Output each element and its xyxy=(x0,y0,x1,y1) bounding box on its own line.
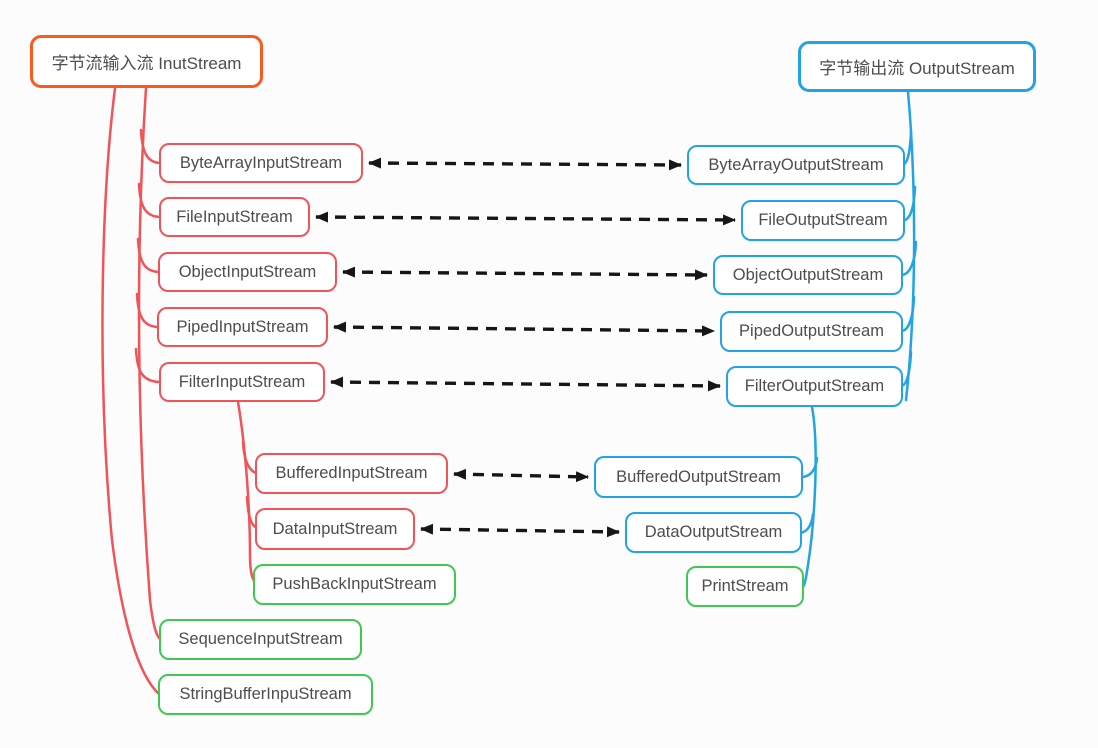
node-input-stream-root[interactable]: 字节流输入流 InutStream xyxy=(30,35,263,88)
input-branch-object xyxy=(136,237,162,274)
node-data-input-stream[interactable]: DataInputStream xyxy=(255,508,415,550)
node-byte-array-output-stream[interactable]: ByteArrayOutputStream xyxy=(687,145,905,185)
node-object-input-stream[interactable]: ObjectInputStream xyxy=(158,252,337,292)
node-print-stream[interactable]: PrintStream xyxy=(686,566,804,607)
output-branch-object xyxy=(899,240,918,277)
node-filter-input-stream[interactable]: FilterInputStream xyxy=(159,362,325,402)
node-data-output-stream[interactable]: DataOutputStream xyxy=(625,512,802,553)
arrow-filter xyxy=(330,376,721,392)
node-buffered-input-stream[interactable]: BufferedInputStream xyxy=(255,453,448,494)
input-branch-filter xyxy=(134,347,163,384)
node-push-back-input-stream[interactable]: PushBackInputStream xyxy=(253,564,456,605)
input-branch-bytearray xyxy=(139,128,163,165)
node-output-stream-root[interactable]: 字节输出流 OutputStream xyxy=(798,41,1036,92)
node-string-buffer-input-stream[interactable]: StringBufferInpuStream xyxy=(158,674,373,715)
filter-output-subtrunk xyxy=(801,405,817,589)
node-file-input-stream[interactable]: FileInputStream xyxy=(159,197,310,237)
node-sequence-input-stream[interactable]: SequenceInputStream xyxy=(159,619,362,660)
arrow-data xyxy=(420,523,620,538)
arrow-bytearray xyxy=(368,157,682,171)
node-file-output-stream[interactable]: FileOutputStream xyxy=(741,200,905,241)
node-filter-output-stream[interactable]: FilterOutputStream xyxy=(726,366,903,407)
arrow-object xyxy=(342,266,708,281)
arrow-buffered xyxy=(453,468,589,483)
node-buffered-output-stream[interactable]: BufferedOutputStream xyxy=(594,456,803,498)
filter-output-branch-buffered xyxy=(799,456,819,479)
node-piped-output-stream[interactable]: PipedOutputStream xyxy=(720,311,903,352)
filter-input-subtrunk xyxy=(236,400,260,586)
arrow-file xyxy=(315,211,736,226)
input-branch-piped xyxy=(135,292,161,329)
arrow-piped xyxy=(333,321,715,337)
input-trunk xyxy=(137,86,162,641)
node-piped-input-stream[interactable]: PipedInputStream xyxy=(157,307,328,347)
input-branch-file xyxy=(137,182,163,219)
node-byte-array-input-stream[interactable]: ByteArrayInputStream xyxy=(159,143,363,183)
node-object-output-stream[interactable]: ObjectOutputStream xyxy=(713,255,903,295)
input-branch-stringbuffer xyxy=(101,86,161,696)
